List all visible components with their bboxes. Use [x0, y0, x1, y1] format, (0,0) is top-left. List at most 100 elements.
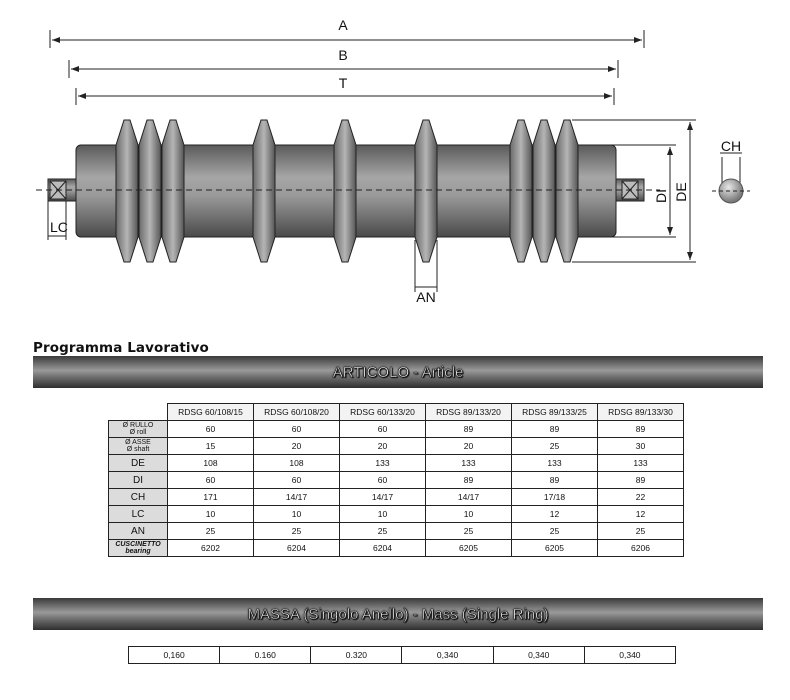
table-cell: 20	[253, 437, 340, 455]
table-cell: 14/17	[425, 488, 512, 506]
table-cell: 60	[167, 420, 254, 438]
table-cell: 25	[597, 522, 684, 540]
table-cell: 89	[511, 420, 598, 438]
table-cell: 20	[425, 437, 512, 455]
dimension-label-AN: AN	[416, 289, 435, 305]
table-cell: 10	[339, 505, 426, 523]
dimension-label-CH: CH	[721, 138, 741, 154]
table-cell: 60	[253, 420, 340, 438]
table-cell: 60	[339, 471, 426, 489]
dimension-label-DE: DE	[673, 182, 689, 201]
table-cell: 171	[167, 488, 254, 506]
table-cell: 14/17	[253, 488, 340, 506]
table-row: LC 10 10 10 10 12 12	[108, 505, 684, 523]
table-cell: 60	[253, 471, 340, 489]
table-cell: 89	[597, 420, 684, 438]
table-cell: 6206	[597, 539, 684, 557]
table-row: AN 25 25 25 25 25 25	[108, 522, 684, 540]
column-header: RDSG 89/133/25	[511, 403, 598, 421]
row-header: Ø ASSE Ø shaft	[108, 437, 168, 455]
dimension-B: B	[68, 47, 619, 78]
row-label: CUSCINETTO	[115, 541, 161, 548]
rubber-rings	[115, 119, 579, 263]
table-cell: 25	[339, 522, 426, 540]
table-corner	[109, 404, 168, 421]
spec-table-header-row: RDSG 60/108/15 RDSG 60/108/20 RDSG 60/13…	[109, 403, 684, 421]
table-cell: 10	[253, 505, 340, 523]
table-cell: 108	[167, 454, 254, 472]
table-cell: 6204	[339, 539, 426, 557]
table-cell: 89	[597, 471, 684, 489]
table-cell: 60	[339, 420, 426, 438]
column-header: RDSG 60/108/15	[167, 403, 254, 421]
row-label: Ø ASSE	[125, 439, 151, 446]
dimension-DI: DI	[600, 144, 676, 238]
table-cell: 12	[511, 505, 598, 523]
dimension-label-T: T	[339, 75, 348, 91]
mass-banner-label: MASSA (Singolo Anello) - Mass (Single Ri…	[247, 605, 549, 623]
table-row: CUSCINETTO bearing 6202 6204 6204 6205 6…	[108, 539, 684, 557]
table-cell: 133	[597, 454, 684, 472]
row-header: DI	[108, 471, 168, 489]
table-cell: 17/18	[511, 488, 598, 506]
table-row: DI 60 60 60 89 89 89	[108, 471, 684, 489]
dimension-label-LC: LC	[50, 219, 68, 235]
column-header: RDSG 60/108/20	[253, 403, 340, 421]
article-banner: ARTICOLO - Article	[33, 356, 763, 388]
table-cell: 89	[511, 471, 598, 489]
spec-table: RDSG 60/108/15 RDSG 60/108/20 RDSG 60/13…	[108, 403, 684, 557]
table-cell: 6204	[253, 539, 340, 557]
column-header: RDSG 60/133/20	[339, 403, 426, 421]
dimension-DE: DE	[572, 119, 696, 263]
dimension-CH: CH	[712, 138, 750, 204]
row-label: Ø RULLO	[122, 422, 154, 429]
row-sublabel: Ø roll	[129, 429, 147, 436]
mass-cell: 0.160	[219, 646, 312, 664]
mass-cell: 0,340	[401, 646, 494, 664]
mass-cell: 0.320	[310, 646, 403, 664]
table-cell: 25	[253, 522, 340, 540]
table-row: Ø RULLO Ø roll 60 60 60 89 89 89	[108, 420, 684, 438]
dimension-A: A	[49, 17, 645, 48]
article-banner-label: ARTICOLO - Article	[332, 363, 464, 381]
table-cell: 12	[597, 505, 684, 523]
mass-row: 0,160 0.160 0.320 0,340 0,340 0,340	[127, 646, 677, 664]
table-row: CH 171 14/17 14/17 14/17 17/18 22	[108, 488, 684, 506]
mass-cell: 0,340	[583, 646, 677, 664]
table-cell: 6205	[425, 539, 512, 557]
row-header: CH	[108, 488, 168, 506]
table-cell: 89	[425, 471, 512, 489]
mass-cell: 0,160	[127, 646, 221, 664]
table-cell: 10	[167, 505, 254, 523]
table-cell: 22	[597, 488, 684, 506]
table-row: Ø ASSE Ø shaft 15 20 20 20 25 30	[108, 437, 684, 455]
dimension-label-A: A	[338, 17, 348, 33]
mass-table: 0,160 0.160 0.320 0,340 0,340 0,340	[127, 646, 677, 664]
table-cell: 133	[425, 454, 512, 472]
table-row: DE 108 108 133 133 133 133	[108, 454, 684, 472]
row-header: DE	[108, 454, 168, 472]
column-header: RDSG 89/133/20	[425, 403, 512, 421]
roller-technical-drawing: A B T	[36, 17, 750, 305]
table-cell: 14/17	[339, 488, 426, 506]
mass-banner: MASSA (Singolo Anello) - Mass (Single Ri…	[33, 598, 763, 630]
dimension-label-DI: DI	[653, 189, 669, 203]
table-cell: 6202	[167, 539, 254, 557]
table-cell: 10	[425, 505, 512, 523]
table-cell: 25	[511, 522, 598, 540]
table-cell: 30	[597, 437, 684, 455]
column-header: RDSG 89/133/30	[597, 403, 684, 421]
table-cell: 60	[167, 471, 254, 489]
mass-cell: 0,340	[492, 646, 585, 664]
table-cell: 25	[425, 522, 512, 540]
table-cell: 6205	[511, 539, 598, 557]
table-cell: 25	[511, 437, 598, 455]
row-header: LC	[108, 505, 168, 523]
row-header: AN	[108, 522, 168, 540]
table-cell: 89	[425, 420, 512, 438]
table-cell: 108	[253, 454, 340, 472]
dimension-label-B: B	[338, 47, 347, 63]
table-cell: 15	[167, 437, 254, 455]
row-header: CUSCINETTO bearing	[108, 539, 168, 557]
table-cell: 133	[339, 454, 426, 472]
